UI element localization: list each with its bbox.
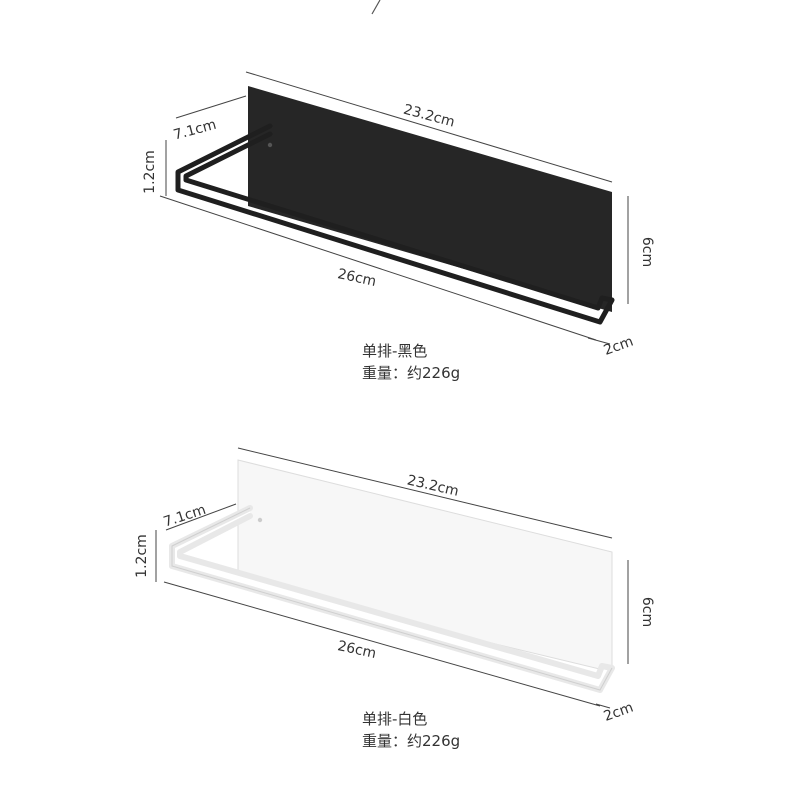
bar-depth-dimension-line: [587, 337, 611, 345]
height-label: 6cm: [639, 597, 655, 627]
depth-dimension-line: [175, 95, 247, 119]
bar-length-label: 26cm: [336, 266, 378, 290]
depth-dimension-line: [165, 503, 237, 531]
small-height-label: 1.2cm: [134, 534, 150, 578]
black-product-caption: 单排-黑色 重量：约226g: [362, 340, 460, 384]
depth-label: 7.1cm: [172, 117, 218, 144]
depth-label: 7.1cm: [162, 502, 208, 531]
white-towel-bar: [169, 505, 615, 693]
bar-depth-dimension-line: [595, 703, 611, 709]
top-mark: [371, 0, 381, 15]
product-color-name: 单排-黑色: [362, 342, 428, 360]
product-weight: 重量：约226g: [362, 732, 461, 750]
screw-hole-icon: [267, 142, 273, 148]
bar-depth-label: 2cm: [602, 700, 636, 725]
length-label: 23.2cm: [402, 102, 457, 131]
white-rack: 23.2cm 7.1cm 1.2cm 6cm 26cm 2cm: [134, 447, 655, 725]
black-rack: 23.2cm 7.1cm 1.2cm 6cm 26cm 2cm: [142, 71, 655, 359]
black-back-panel: [248, 86, 612, 312]
white-product-caption: 单排-白色 重量：约226g: [362, 708, 460, 752]
length-dimension-line: [245, 71, 613, 183]
height-label: 6cm: [639, 237, 655, 267]
bar-length-dimension-line: [159, 195, 597, 341]
black-towel-bar: [175, 123, 615, 325]
bar-length-dimension-line: [163, 581, 601, 707]
screw-hole-icon: [257, 517, 263, 523]
length-dimension-line: [237, 447, 613, 539]
bar-depth-label: 2cm: [602, 334, 636, 359]
length-label: 23.2cm: [406, 472, 461, 499]
product-color-name: 单排-白色: [362, 710, 428, 728]
product-weight: 重量：约226g: [362, 364, 461, 382]
small-height-label: 1.2cm: [142, 150, 158, 194]
white-bar-outline: [171, 507, 613, 691]
bar-length-label: 26cm: [336, 638, 378, 662]
